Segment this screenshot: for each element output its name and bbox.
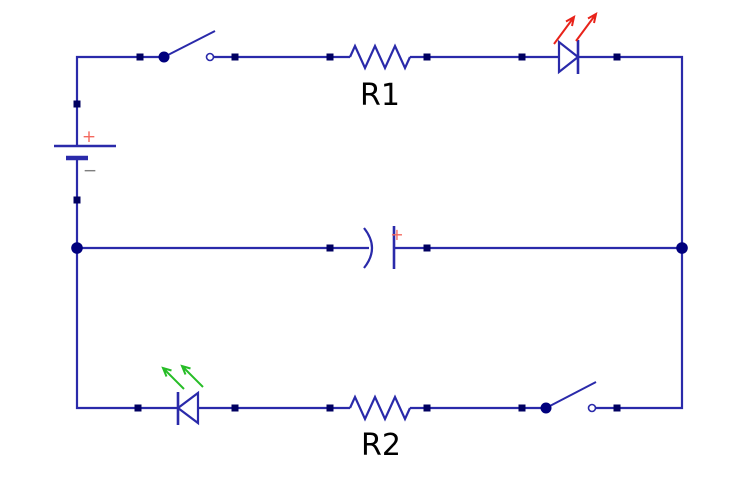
terminal-square [613,404,621,412]
switch-open-contact [587,403,597,413]
led-red[interactable] [553,12,598,75]
terminal-square [326,244,334,252]
diode-triangle [176,390,200,426]
switch-lever[interactable] [163,30,216,58]
capacitor[interactable]: + [363,225,404,269]
switch-lever[interactable] [545,381,597,409]
terminal-square [613,53,621,61]
terminal-square [518,53,526,61]
terminal-square [423,244,431,252]
terminal-square [326,404,334,412]
resistor-r1-label: R1 [360,78,400,113]
battery-minus-label: − [83,161,97,181]
junction-dot [676,242,688,254]
junctions [71,242,688,254]
switch-pivot-dot [540,402,552,414]
capacitor-plus-label: + [390,225,403,244]
light-rays-green [161,364,204,390]
terminal-squares [73,53,621,412]
resistor-r2-label: R2 [361,428,401,463]
resistor-zigzag [348,394,412,422]
led-green[interactable] [161,364,204,426]
resistor-r2[interactable]: R2 [348,394,412,463]
terminal-square [134,404,142,412]
terminal-square [73,196,81,204]
terminal-square [231,53,239,61]
terminal-square [73,100,81,108]
terminal-square [136,53,144,61]
terminal-square [518,404,526,412]
capacitor-curved-plate [363,227,374,269]
junction-dot [71,242,83,254]
wire-segment [578,55,684,410]
resistor-zigzag [348,43,412,71]
light-ray-icon [553,15,576,45]
terminal-square [231,404,239,412]
light-ray-icon [575,12,598,42]
switch-open-contact [205,52,215,62]
terminal-square [423,404,431,412]
light-ray-icon [180,364,204,388]
diode-triangle [557,39,580,75]
light-ray-icon [161,366,185,390]
wire-segment [75,158,178,410]
battery-plus-label: + [82,127,96,147]
switch-bottom[interactable] [540,381,597,414]
wire-segment [75,55,164,146]
terminal-square [423,53,431,61]
resistor-r1[interactable]: R1 [348,43,412,113]
switch-top[interactable] [158,30,216,63]
light-rays-red [553,12,598,45]
battery[interactable]: + − [54,127,116,181]
switch-pivot-dot [158,51,170,63]
terminal-square [326,53,334,61]
schematic: + − R1 [54,12,688,463]
